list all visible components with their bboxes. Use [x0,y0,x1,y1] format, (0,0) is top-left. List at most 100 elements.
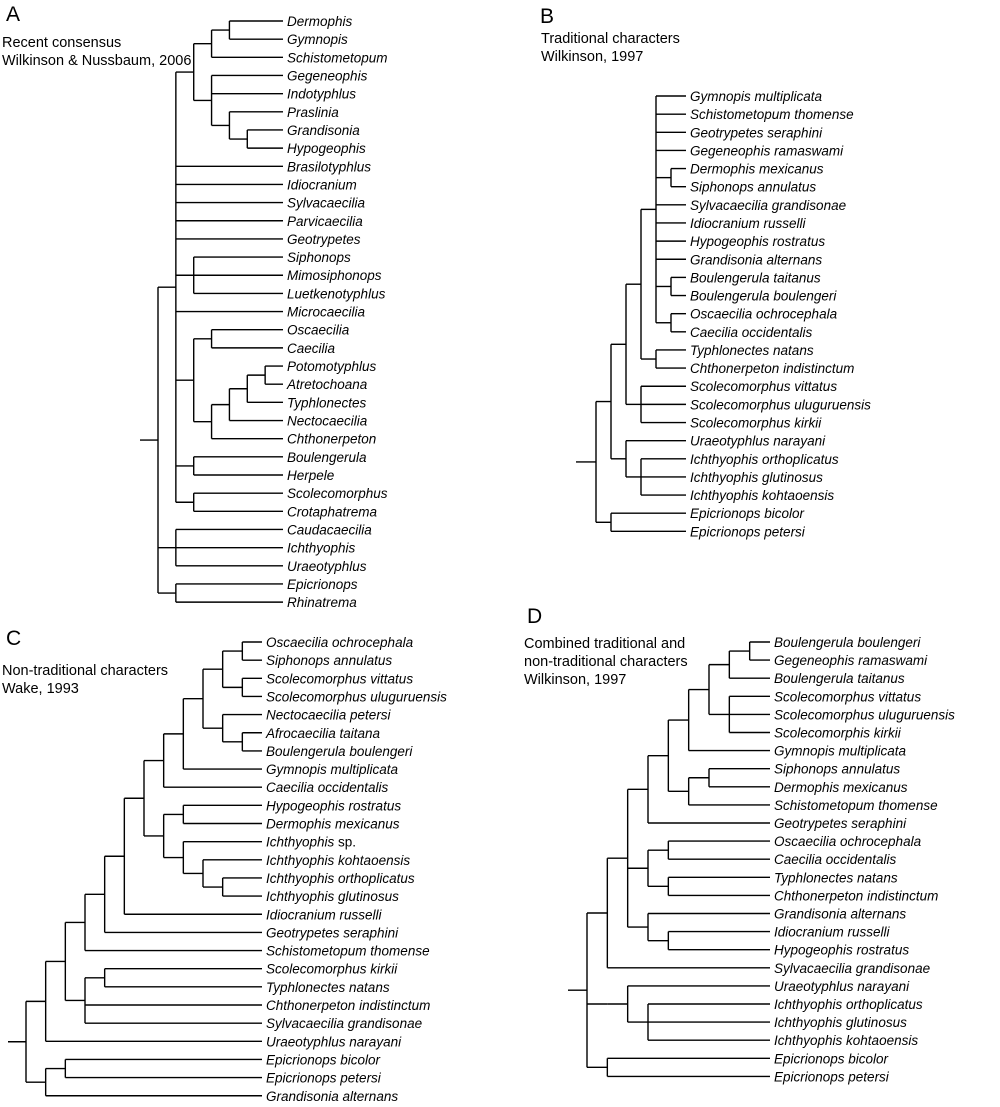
taxon-label: Typhlonectes natans [266,980,390,995]
taxon-label: Ichthyophis sp. [266,835,356,850]
caption-line: Recent consensus [2,35,122,51]
taxon-label: Sylvacaecilia grandisonae [266,1016,422,1031]
taxon-label: Boulengerula boulengeri [690,289,837,304]
taxon-label: Siphonops annulatus [266,653,392,668]
panel-b: B Traditional characters Wilkinson, 1997… [540,5,871,539]
taxon-label: Grandisonia alternans [774,907,906,922]
taxon-label: Indotyphlus [287,87,356,102]
taxon-label: Ichthyophis glutinosus [690,470,823,485]
taxon-label: Siphonops [287,250,351,265]
panel-c-caption: Non-traditional characters Wake, 1993 [2,662,168,698]
taxon-label: Caecilia occidentalis [266,780,389,795]
taxon-label: Epicrionops bicolor [266,1052,381,1067]
taxon-label: Epicrionops petersi [774,1069,890,1084]
taxon-label: Schistometopum thomense [774,798,938,813]
taxon-label: Potomotyphlus [287,359,377,374]
taxon-label: Atretochoana [286,377,368,392]
taxon-label: Typhlonectes [287,395,367,410]
taxon-label: Grandisonia alternans [690,252,822,267]
taxon-label: Ichthyophis orthoplicatus [690,452,839,467]
caption-line: Wilkinson, 1997 [541,49,644,65]
taxon-label: Dermophis mexicanus [690,162,824,177]
taxon-label: Uraeotyphlus [287,559,367,574]
panel-letter-c: C [6,627,22,650]
taxon-label: Dermophis [287,14,353,29]
taxon-label: Schistometopum thomense [266,944,430,959]
taxon-label: Oscaecilia ochrocephala [266,635,414,650]
taxon-label: Boulengerula boulengeri [774,635,921,650]
taxon-label: Idiocranium russelli [266,907,383,922]
panel-letter-a: A [6,3,21,26]
caption-line: Wilkinson & Nussbaum, 2006 [2,53,192,69]
taxon-label: Praslinia [287,105,339,120]
taxon-label: Oscaecilia [287,323,350,338]
taxon-label: Gegeneophis ramaswami [774,653,928,668]
taxon-label: Scolecomorphus vittatus [690,379,837,394]
taxon-label: Geotrypetes seraphini [690,125,823,140]
taxon-label: Caecilia occidentalis [690,325,813,340]
taxon-label: Ichthyophis glutinosus [266,889,399,904]
taxon-label: Uraeotyphlus narayani [266,1034,402,1049]
taxon-label: Dermophis mexicanus [774,780,908,795]
taxon-label: Geotrypetes [287,232,361,247]
taxon-label: Hypogeophis rostratus [774,943,909,958]
taxon-label: Grandisonia alternans [266,1089,398,1104]
taxon-label: Sylvacaecilia grandisonae [690,198,846,213]
taxon-label: Ichthyophis kohtaoensis [266,853,410,868]
taxon-label: Scolecomorphus vittatus [774,689,921,704]
taxon-label: Oscaecilia ochrocephala [774,834,922,849]
caption-line: Non-traditional characters [2,663,169,679]
caption-line: Wake, 1993 [2,681,79,697]
taxon-label: Boulengerula taitanus [690,270,821,285]
taxon-label: Ichthyophis kohtaoensis [690,488,834,503]
panel-d-caption: Combined traditional and non-traditional… [524,635,688,689]
taxon-label: Epicrionops petersi [266,1071,382,1086]
panel-b-caption: Traditional characters Wilkinson, 1997 [541,30,680,66]
taxon-label: Scolecomorphus kirkii [690,416,822,431]
taxon-label: Gegeneophis [287,68,368,83]
taxon-label: Ichthyophis orthoplicatus [266,871,415,886]
taxon-label: Ichthyophis kohtaoensis [774,1033,918,1048]
taxon-label: Luetkenotyphlus [287,286,386,301]
taxon-label: Crotaphatrema [287,504,378,519]
taxon-label: Gymnopis multiplicata [266,762,399,777]
taxon-label: Rhinatrema [287,595,357,610]
taxon-label: Caecilia [287,341,336,356]
taxon-label: Herpele [287,468,334,483]
taxon-label: Scolecomorphis kirkii [774,726,902,741]
taxon-label: Geotrypetes seraphini [774,816,907,831]
taxon-label: Idiocranium russelli [774,925,891,940]
taxon-label: Geotrypetes seraphini [266,925,399,940]
panel-c: C Non-traditional characters Wake, 1993 … [2,627,447,1104]
taxon-label: Gymnopis [287,32,348,47]
caption-line: Combined traditional and [524,636,686,652]
caption-line: Traditional characters [541,31,680,47]
taxon-label: Caudacaecilia [287,522,372,537]
taxon-label: Scolecomorphus vittatus [266,671,413,686]
taxon-label: Mimosiphonops [287,268,382,283]
taxon-label: Uraeotyphlus narayani [690,434,826,449]
taxon-label: Ichthyophis [287,541,356,556]
taxon-label: Gymnopis multiplicata [690,89,823,104]
taxon-label: Chthonerpeton indistinctum [266,998,430,1013]
taxon-label: Sylvacaecilia grandisonae [774,961,930,976]
taxon-label: Ichthyophis orthoplicatus [774,997,923,1012]
taxon-label: Dermophis mexicanus [266,817,400,832]
taxon-label: Schistometopum [287,50,388,65]
taxon-label: Idiocranium russelli [690,216,807,231]
taxon-label: Gegeneophis ramaswami [690,143,844,158]
taxon-label: Siphonops annulatus [690,180,816,195]
caption-line: non-traditional characters [524,654,688,670]
taxon-label: Uraeotyphlus narayani [774,979,910,994]
taxon-label: Siphonops annulatus [774,762,900,777]
panel-letter-b: B [540,5,555,28]
tree-a: DermophisGymnopisSchistometopumGegeneoph… [140,14,388,610]
taxon-label: Epicrionops [287,577,358,592]
taxon-label: Afrocaecilia taitana [265,726,381,741]
taxon-label: Scolecomorphus uluguruensis [266,689,447,704]
taxon-label: Hypogeophis rostratus [690,234,825,249]
